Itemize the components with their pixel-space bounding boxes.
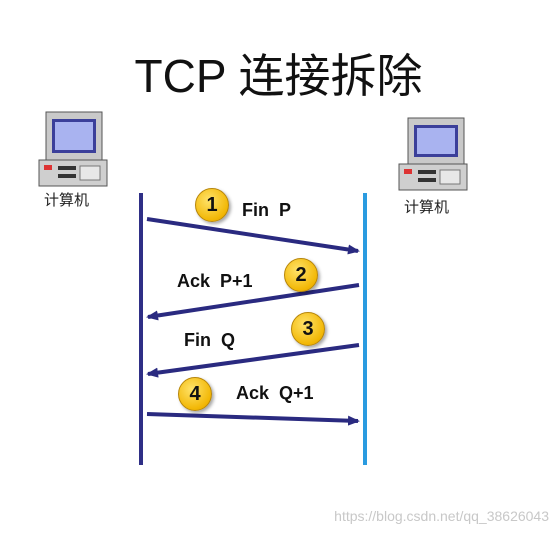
- message-label-3: Fin Q: [184, 330, 235, 350]
- watermark: https://blog.csdn.net/qq_38626043: [334, 508, 549, 524]
- left-computer-icon: [38, 111, 108, 187]
- left-host-label: 计算机: [44, 191, 90, 209]
- right-host-label: 计算机: [404, 198, 450, 216]
- step-badge-4: 4: [178, 377, 212, 411]
- step-badge-2: 2: [284, 258, 318, 292]
- right-computer-icon: [398, 117, 468, 191]
- message-label-4: Ack Q+1: [236, 383, 314, 403]
- message-label-2: Ack P+1: [177, 271, 253, 291]
- arrow-ack-q1: [146, 412, 360, 426]
- diagram-title: TCP 连接拆除: [134, 50, 423, 102]
- step-badge-3: 3: [291, 312, 325, 346]
- step-badge-1: 1: [195, 188, 229, 222]
- message-label-1: Fin P: [242, 200, 291, 220]
- arrow-fin-p: [146, 217, 360, 255]
- arrow-ack-p1: [146, 283, 360, 321]
- arrow-fin-q: [146, 343, 360, 378]
